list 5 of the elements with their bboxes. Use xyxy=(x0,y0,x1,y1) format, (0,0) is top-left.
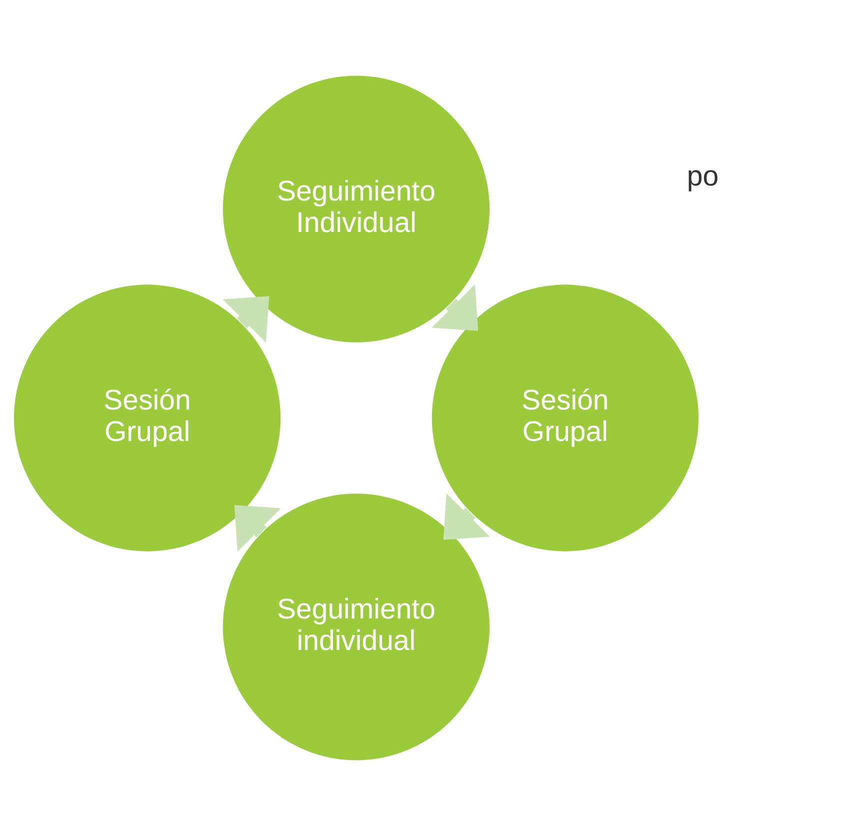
arrow xyxy=(234,505,281,552)
label: po xyxy=(686,160,719,193)
arrow xyxy=(432,284,478,331)
arrow xyxy=(443,493,490,540)
arrow xyxy=(222,296,270,343)
